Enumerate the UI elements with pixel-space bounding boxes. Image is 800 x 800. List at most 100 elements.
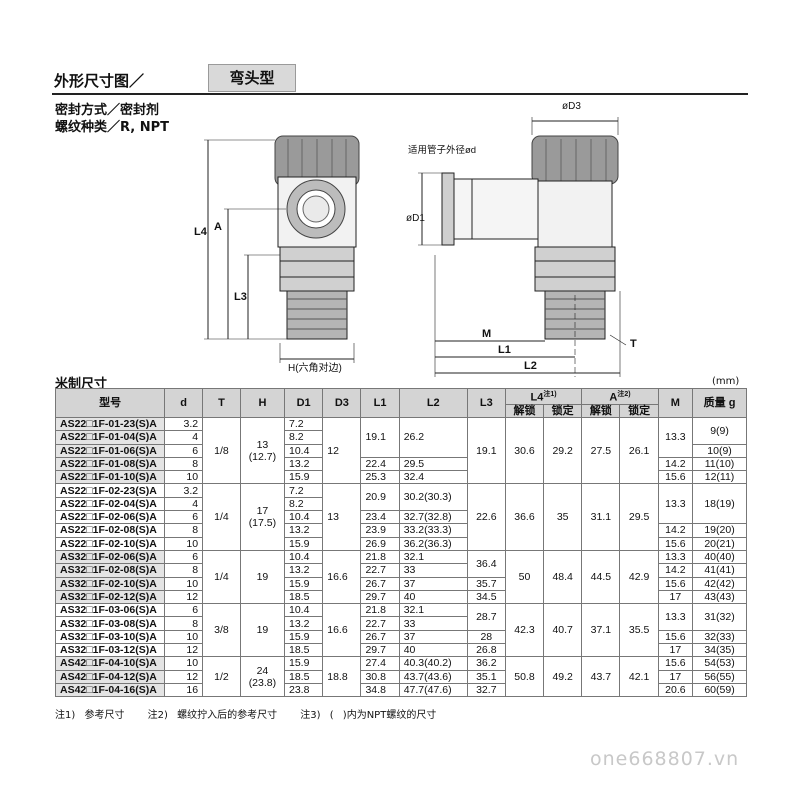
cell-L4-unlock: 42.3	[504, 603, 545, 658]
cell-mass: 43(43)	[692, 589, 747, 605]
cell-A-lock: 26.1	[619, 416, 659, 485]
cell-T: 3/8	[202, 603, 241, 658]
cell-model: AS22□1F-02-08(S)A	[54, 523, 166, 538]
seal-method: 密封方式／密封剂	[55, 103, 160, 118]
cell-d: 6	[164, 510, 204, 525]
cell-d: 3.2	[164, 483, 204, 498]
cell-d: 8	[164, 456, 204, 472]
seal-info: 密封方式／密封剂 螺纹种类／R, NPT	[55, 102, 169, 136]
cell-L2: 30.2(30.3)	[398, 483, 468, 512]
cell-mass: 9(9)	[692, 416, 747, 445]
col-H: H	[239, 388, 286, 418]
cell-d: 10	[164, 629, 204, 645]
cell-A-lock: 29.5	[619, 483, 659, 551]
cell-A-lock: 35.5	[619, 603, 659, 658]
cell-M: 13.3	[657, 603, 694, 631]
cell-M: 17	[657, 642, 694, 658]
cell-L4-lock: 40.7	[543, 603, 583, 658]
watermark: one668807.vn	[590, 748, 740, 770]
cell-d: 3.2	[164, 416, 204, 432]
cell-L1: 22.7	[360, 616, 400, 631]
cell-d: 10	[164, 656, 204, 671]
cell-mass: 34(35)	[692, 642, 747, 658]
cell-D1: 15.9	[283, 576, 324, 591]
side-view	[418, 117, 627, 377]
cell-model: AS32□1F-02-08(S)A	[54, 563, 166, 578]
cell-model: AS22□1F-02-23(S)A	[54, 483, 166, 498]
dim-T: T	[630, 338, 637, 350]
cell-H: 17 (17.5)	[239, 483, 286, 551]
col-L4: L4注1)	[504, 388, 583, 405]
cell-D1: 10.4	[283, 549, 324, 565]
cell-T: 1/4	[202, 483, 241, 551]
cell-L1: 26.9	[360, 536, 400, 551]
cell-model: AS42□1F-04-10(S)A	[54, 656, 166, 671]
cell-M: 17	[657, 669, 694, 684]
cell-L1: 27.4	[360, 656, 400, 671]
cell-L2: 33	[398, 563, 468, 578]
dim-L2: L2	[524, 360, 537, 372]
cell-M: 20.6	[657, 682, 694, 698]
cell-model: AS22□1F-02-10(S)A	[54, 536, 166, 551]
cell-A-lock: 42.9	[619, 549, 659, 605]
dim-D3: øD3	[562, 101, 581, 112]
cell-H: 19	[239, 603, 286, 658]
cell-A-unlock: 37.1	[581, 603, 621, 658]
cell-model: AS32□1F-03-12(S)A	[54, 642, 166, 658]
note-2: 注2) 螺纹拧入后的参考尺寸	[147, 710, 278, 721]
cell-D3: 16.6	[322, 549, 362, 605]
cell-d: 12	[164, 642, 204, 658]
cell-model: AS22□1F-02-04(S)A	[54, 496, 166, 512]
dim-D1: øD1	[406, 213, 425, 224]
cell-model: AS32□1F-03-08(S)A	[54, 616, 166, 631]
cell-model: AS42□1F-04-12(S)A	[54, 669, 166, 684]
cell-L3: 35.7	[466, 576, 506, 591]
cell-D1: 7.2	[283, 416, 324, 432]
cell-L1: 23.4	[360, 510, 400, 525]
cell-L1: 26.7	[360, 576, 400, 591]
thread-type: 螺纹种类／R, NPT	[55, 120, 169, 135]
dim-A: A	[214, 221, 222, 233]
dim-L1: L1	[498, 344, 511, 356]
cell-d: 12	[164, 669, 204, 684]
cell-L2: 37	[398, 629, 468, 645]
cell-d: 4	[164, 496, 204, 512]
cell-L1: 22.7	[360, 563, 400, 578]
cell-mass: 40(40)	[692, 549, 747, 565]
cell-D3: 12	[322, 416, 362, 485]
col-T: T	[202, 388, 241, 418]
note-3: 注3) ( )内为NPT螺纹的尺寸	[300, 710, 437, 721]
cell-model: AS32□1F-02-06(S)A	[54, 549, 166, 565]
cell-model: AS22□1F-01-06(S)A	[54, 443, 166, 458]
cell-L1: 29.7	[360, 589, 400, 605]
col-D3: D3	[322, 388, 362, 418]
cell-model: AS22□1F-01-23(S)A	[54, 416, 166, 432]
dim-L4: L4	[194, 226, 208, 238]
cell-L4-lock: 35	[543, 483, 583, 551]
cell-M: 15.6	[657, 576, 694, 591]
cell-H: 19	[239, 549, 286, 605]
cell-D1: 8.2	[283, 496, 324, 512]
col-A-unlock: 解锁	[581, 403, 621, 418]
tube-od-label: 适用管子外径ød	[408, 144, 476, 156]
cell-M: 14.2	[657, 523, 694, 538]
cell-L2: 47.7(47.6)	[398, 682, 468, 698]
cell-L4-lock: 49.2	[543, 656, 583, 698]
cell-D1: 13.2	[283, 523, 324, 538]
cell-M: 15.6	[657, 629, 694, 645]
unit-label: (mm)	[712, 376, 740, 387]
dimension-table: 型号 d T H D1 D3 L1 L2 L3 L4注1) A注2) M 质量 …	[54, 388, 747, 698]
cell-mass: 31(32)	[692, 603, 747, 631]
col-M: M	[657, 388, 694, 418]
cell-mass: 56(55)	[692, 669, 747, 684]
cell-mass: 19(20)	[692, 523, 747, 538]
cell-L2: 40	[398, 642, 468, 658]
cell-d: 8	[164, 616, 204, 631]
cell-d: 4	[164, 430, 204, 445]
